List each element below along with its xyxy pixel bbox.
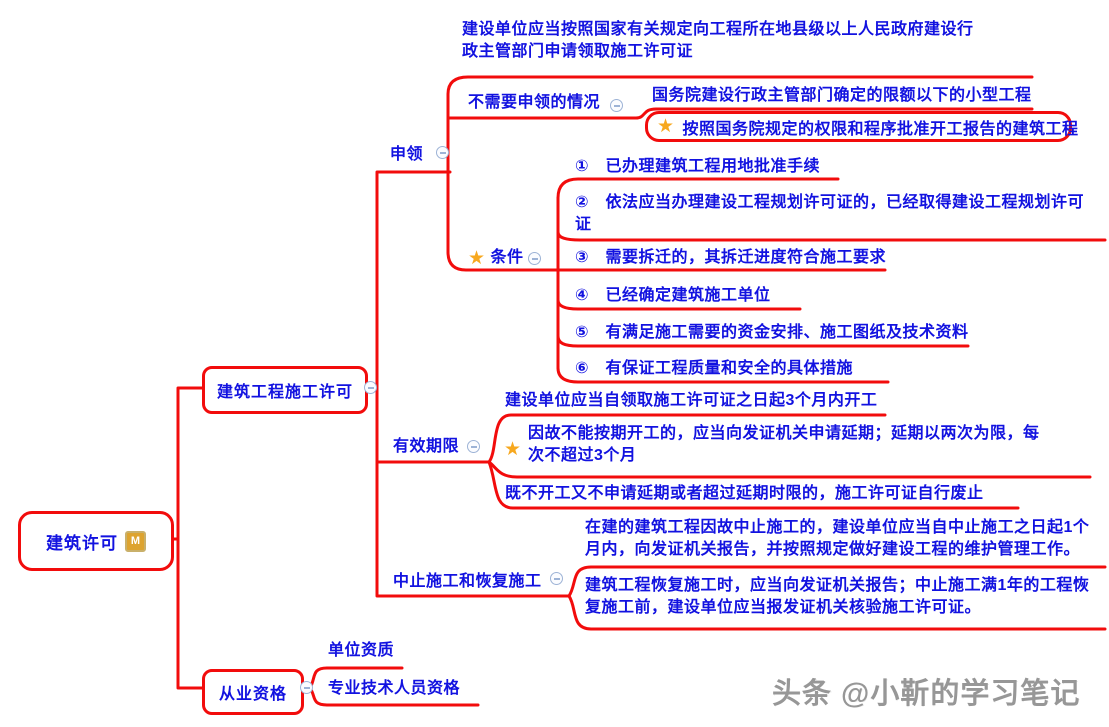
root-node[interactable]: 建筑许可 M [18,511,174,571]
collapse-icon-suspend[interactable] [550,572,563,585]
label-validity[interactable]: 有效期限 [393,438,460,455]
star-icon: ★ [657,116,675,137]
label-no-need[interactable]: 不需要申领的情况 [468,94,601,111]
collapse-icon-construction[interactable] [364,381,377,394]
collapse-icon-no-need[interactable] [610,99,623,112]
leaf-condition-6[interactable]: ⑥ 有保证工程质量和安全的具体措施 [575,360,854,377]
leaf-condition-1[interactable]: ① 已办理建筑工程用地批准手续 [575,158,821,175]
leaf-approved-report[interactable]: ★ 按照国务院规定的权限和程序批准开工报告的建筑工程 [645,111,1078,142]
leaf-approved-report-text: 按照国务院规定的权限和程序批准开工报告的建筑工程 [682,120,1079,138]
node-qualification-label: 从业资格 [218,686,287,703]
label-conditions[interactable]: ★ 条件 [468,247,524,269]
collapse-icon-qualification[interactable] [300,681,313,694]
leaf-small-projects[interactable]: 国务院建设行政主管部门确定的限额以下的小型工程 [652,87,1032,104]
collapse-icon-conditions[interactable] [528,252,541,265]
leaf-condition-2[interactable]: ② 依法应当办理建设工程规划许可证的，已经取得建设工程规划许可证 [575,194,1085,233]
watermark: 头条 @小靳的学习笔记 [772,678,1081,710]
leaf-condition-4[interactable]: ④ 已经确定建筑施工单位 [575,287,771,304]
leaf-apply-intro[interactable]: 建设单位应当按照国家有关规定向工程所在地县级以上人民政府建设行政主管部门申请领取… [462,21,974,60]
label-suspend[interactable]: 中止施工和恢复施工 [393,573,542,590]
leaf-suspend-stop[interactable]: 在建的建筑工程因故中止施工的，建设单位应当自中止施工之日起1个月内，向发证机关报… [585,519,1090,558]
leaf-validity-start[interactable]: 建设单位应当自领取施工许可证之日起3个月内开工 [505,392,878,409]
collapse-icon-apply[interactable] [436,146,449,159]
leaf-validity-extension[interactable]: 因故不能按期开工的，应当向发证机关申请延期；延期以两次为限，每次不超过3个月 [528,425,1040,464]
leaf-personnel-qualification[interactable]: 专业技术人员资格 [328,680,461,697]
leaf-validity-invalid[interactable]: 既不开工又不申请延期或者超过延期时限的，施工许可证自行废止 [505,485,984,502]
label-conditions-text: 条件 [490,249,524,266]
leaf-suspend-resume[interactable]: 建筑工程恢复施工时，应当向发证机关报告；中止施工满1年的工程恢复施工前，建设单位… [585,577,1090,616]
star-icon: ★ [468,247,486,269]
star-icon: ★ [504,439,522,460]
leaf-condition-3[interactable]: ③ 需要拆迁的，其拆迁进度符合施工要求 [575,249,887,266]
collapse-icon-validity[interactable] [467,440,480,453]
node-qualification[interactable]: 从业资格 [202,669,304,715]
leaf-condition-5[interactable]: ⑤ 有满足施工需要的资金安排、施工图纸及技术资料 [575,324,969,341]
leaf-unit-qualification[interactable]: 单位资质 [328,642,395,659]
node-construction-permit[interactable]: 建筑工程施工许可 [202,366,368,414]
node-construction-permit-label: 建筑工程施工许可 [216,384,353,401]
m-marker-icon[interactable]: M [125,530,146,552]
root-label: 建筑许可 [46,533,118,553]
label-apply[interactable]: 申领 [390,146,424,163]
